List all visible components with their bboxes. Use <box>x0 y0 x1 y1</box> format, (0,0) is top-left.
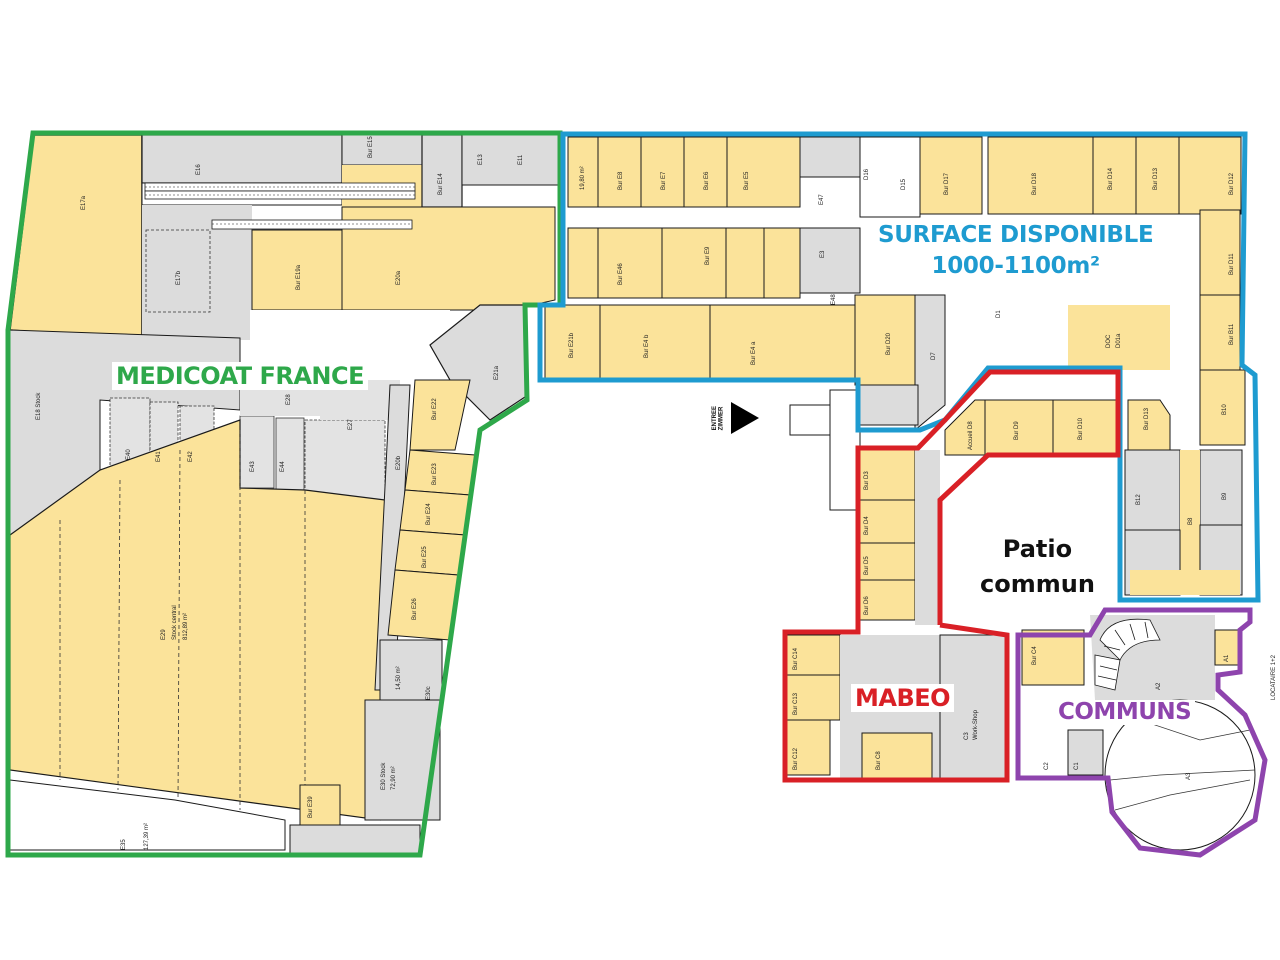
zone-outlines <box>5 130 1268 858</box>
patio-line1: Patio <box>1002 535 1073 563</box>
zone-label-mabeo: MABEO <box>851 684 955 712</box>
rack-lines <box>59 430 306 820</box>
zone-label-surface-disponible: SURFACE DISPONIBLE 1000-1100m² <box>876 218 1156 285</box>
storage-racks <box>144 182 416 230</box>
zone-label-communs: COMMUNS <box>1054 700 1196 725</box>
surface-title: SURFACE DISPONIBLE <box>878 222 1154 248</box>
arrow-right-icon <box>731 402 760 434</box>
staircase <box>1094 618 1161 691</box>
patio-line2: commun <box>980 569 1095 598</box>
entrance-line1: ENTREE <box>712 405 718 431</box>
entrance-marker: ENTREE ZIMMER <box>712 402 760 434</box>
zone-label-patio-commun: Patio commun <box>980 532 1095 602</box>
zone-label-medicoat-france: MEDICOAT FRANCE <box>112 362 368 390</box>
zone-outline-medicoat <box>5 130 563 858</box>
zone-outline-patio-red <box>782 369 1121 783</box>
zone-outline-communs <box>1015 607 1268 858</box>
surface-area: 1000-1100m² <box>931 253 1101 280</box>
amphi-lines <box>1109 719 1256 811</box>
entrance-line2: ZIMMER <box>718 406 725 431</box>
entrance-label: ENTREE ZIMMER <box>712 406 725 430</box>
building-base <box>9 134 1256 854</box>
